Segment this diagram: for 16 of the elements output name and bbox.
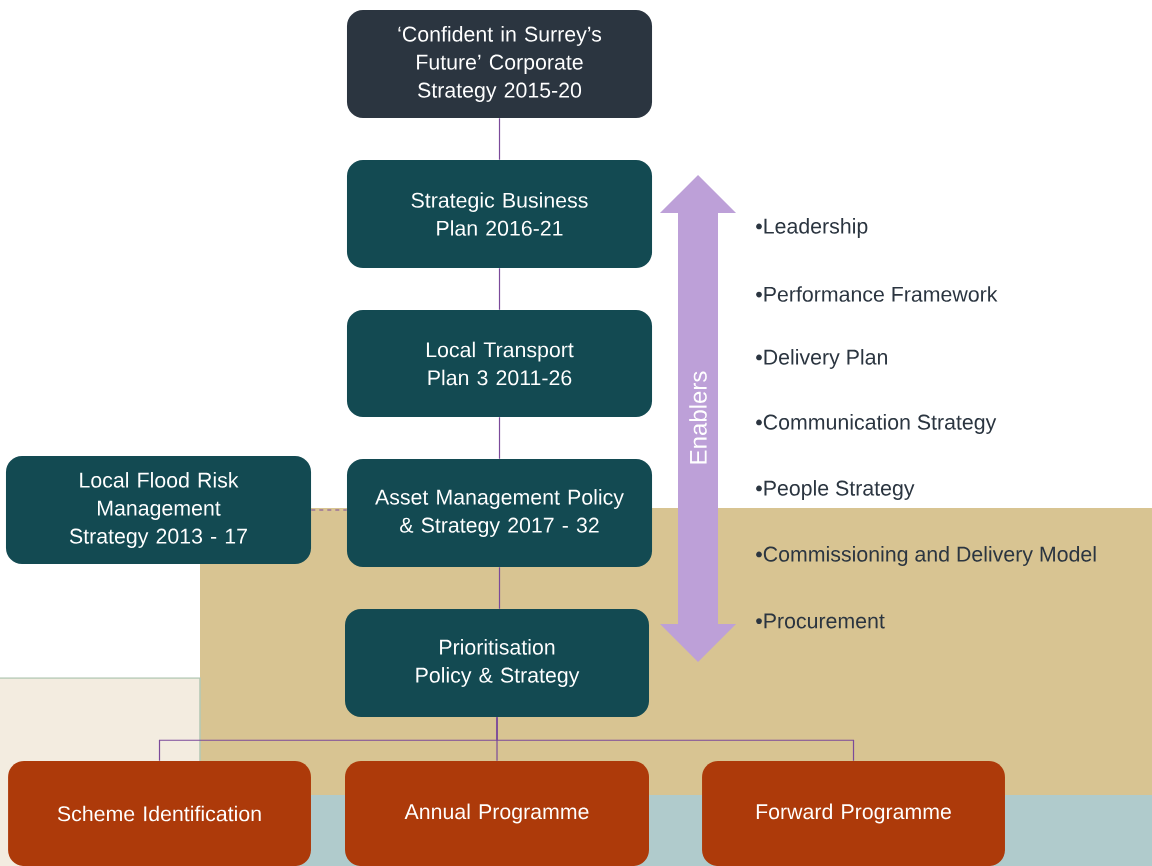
process-box: Scheme Identification (8, 760, 311, 866)
bullet-item: •Leadership (756, 218, 868, 238)
process-box: Local Transport Plan 3 2011-26 (347, 310, 653, 417)
process-box: Annual Programme (345, 760, 649, 866)
bullet-item: •People Strategy (756, 480, 915, 500)
process-box: Local Flood Risk Management Strategy 2013 - 17 (5, 456, 312, 564)
process-box: Prioritisation Policy & Strategy (345, 609, 649, 717)
process-box: ‘Confident in Surrey’s Future’ Corporate Strategy 2015-20 (347, 10, 653, 118)
process-box: Forward Programme (702, 760, 1005, 866)
bullet-item: •Delivery Plan (756, 349, 887, 369)
process-box: Strategic Business Plan 2016-21 (347, 160, 653, 268)
bullet-item: •Commissioning and Delivery Model (756, 546, 1096, 566)
bullet-item: •Performance Framework (756, 286, 998, 302)
process-box: Asset Management Policy & Strategy 2017 - 32 (347, 459, 653, 567)
bullet-item: •Communication Strategy (756, 414, 997, 434)
bullet-item: •Procurement (756, 613, 885, 629)
